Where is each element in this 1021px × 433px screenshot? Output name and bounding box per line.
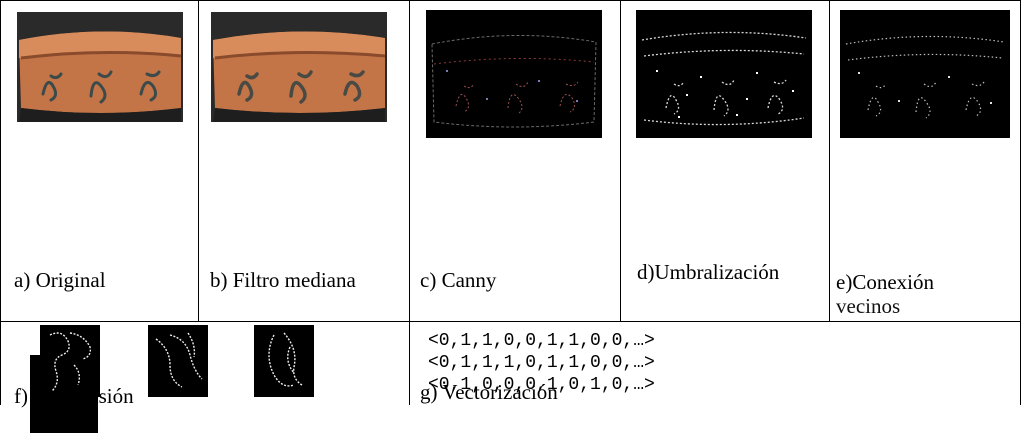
caption-neighbor-connection-line1: e)Conexión (836, 270, 934, 294)
subdivision-block-2 (148, 325, 208, 397)
subdivision-block-1 (40, 325, 100, 397)
original-pottery-image (17, 12, 183, 122)
median-filtered-image (211, 12, 387, 122)
canny-edges-image (426, 10, 602, 138)
subdivision-block-3 (254, 325, 314, 397)
caption-vectorization: g) Vectorización (420, 380, 558, 404)
col-divider-4 (829, 0, 830, 321)
table-row-divider (0, 321, 1021, 322)
caption-subdivision: f) Subdivisión (14, 384, 134, 408)
neighbor-connection-image (840, 10, 1010, 138)
col-divider-3 (620, 0, 621, 321)
col-divider-1 (198, 0, 199, 321)
feature-vector-3: <0,1,0,0,0,1,0,1,0,…> (428, 375, 655, 395)
feature-vector-2: <0,1,1,1,0,1,1,0,0,…> (428, 353, 655, 373)
caption-neighbor-connection-line2: vecinos (836, 294, 901, 318)
caption-threshold: d)Umbralización (637, 260, 780, 284)
feature-vector-1: <0,1,1,0,0,1,1,0,0,…> (428, 331, 655, 351)
table-top-border (0, 0, 1021, 1)
caption-canny: c) Canny (420, 268, 497, 292)
caption-original: a) Original (14, 268, 106, 292)
caption-median-filter: b) Filtro mediana (210, 268, 356, 292)
threshold-image (636, 10, 812, 138)
table-left-border (0, 0, 1, 405)
col-divider-2 (409, 0, 410, 405)
